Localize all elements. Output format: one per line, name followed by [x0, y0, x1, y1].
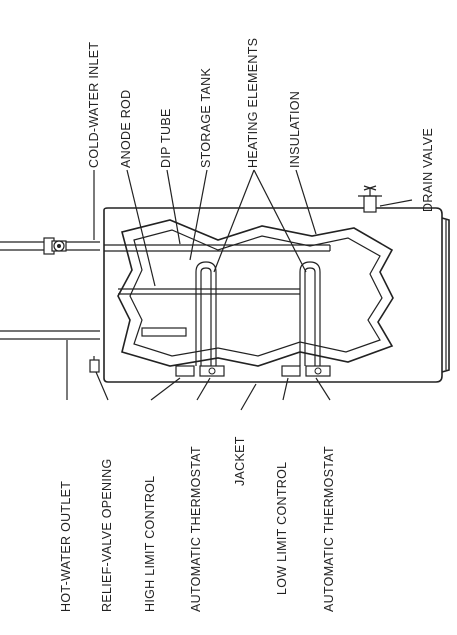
label-cold-water-inlet: COLD-WATER INLET [87, 42, 101, 168]
inlet-outlet-pipes [0, 237, 100, 373]
jacket-end-cap [441, 217, 450, 373]
label-storage-tank: STORAGE TANK [199, 67, 213, 168]
label-low-limit-control: LOW LIMIT CONTROL [275, 462, 289, 595]
label-insulation: INSULATION [288, 91, 302, 168]
relief-valve-icon [89, 356, 100, 373]
insulation-layer [129, 229, 383, 357]
jacket-outline [103, 207, 443, 383]
anode-rod [118, 288, 300, 295]
outlet-stub [141, 327, 187, 337]
leader-lines-bottom [66, 340, 331, 411]
cold-water-valve-icon [43, 237, 67, 255]
label-jacket: JACKET [233, 436, 247, 486]
label-relief-valve-opening: RELIEF-VALVE OPENING [100, 459, 114, 613]
label-anode-rod: ANODE ROD [119, 90, 133, 168]
label-heating-elements: HEATING ELEMENTS [246, 38, 260, 168]
top-labels: COLD-WATER INLET ANODE ROD DIP TUBE STOR… [87, 38, 435, 212]
label-automatic-thermostat-2: AUTOMATIC THERMOSTAT [322, 446, 336, 612]
low-limit-control-box [281, 365, 301, 377]
control-boxes [175, 365, 331, 377]
label-automatic-thermostat-1: AUTOMATIC THERMOSTAT [189, 446, 203, 612]
heating-element-lower [299, 261, 321, 366]
label-high-limit-control: HIGH LIMIT CONTROL [143, 476, 157, 612]
drain-valve-icon [358, 185, 382, 213]
bottom-labels: HOT-WATER OUTLET RELIEF-VALVE OPENING HI… [59, 436, 336, 612]
label-drain-valve: DRAIN VALVE [421, 128, 435, 212]
high-limit-control-box [175, 365, 195, 377]
storage-tank-outline [117, 219, 394, 367]
leader-lines-top [93, 169, 413, 287]
label-hot-water-outlet: HOT-WATER OUTLET [59, 481, 73, 612]
label-dip-tube: DIP TUBE [159, 108, 173, 168]
